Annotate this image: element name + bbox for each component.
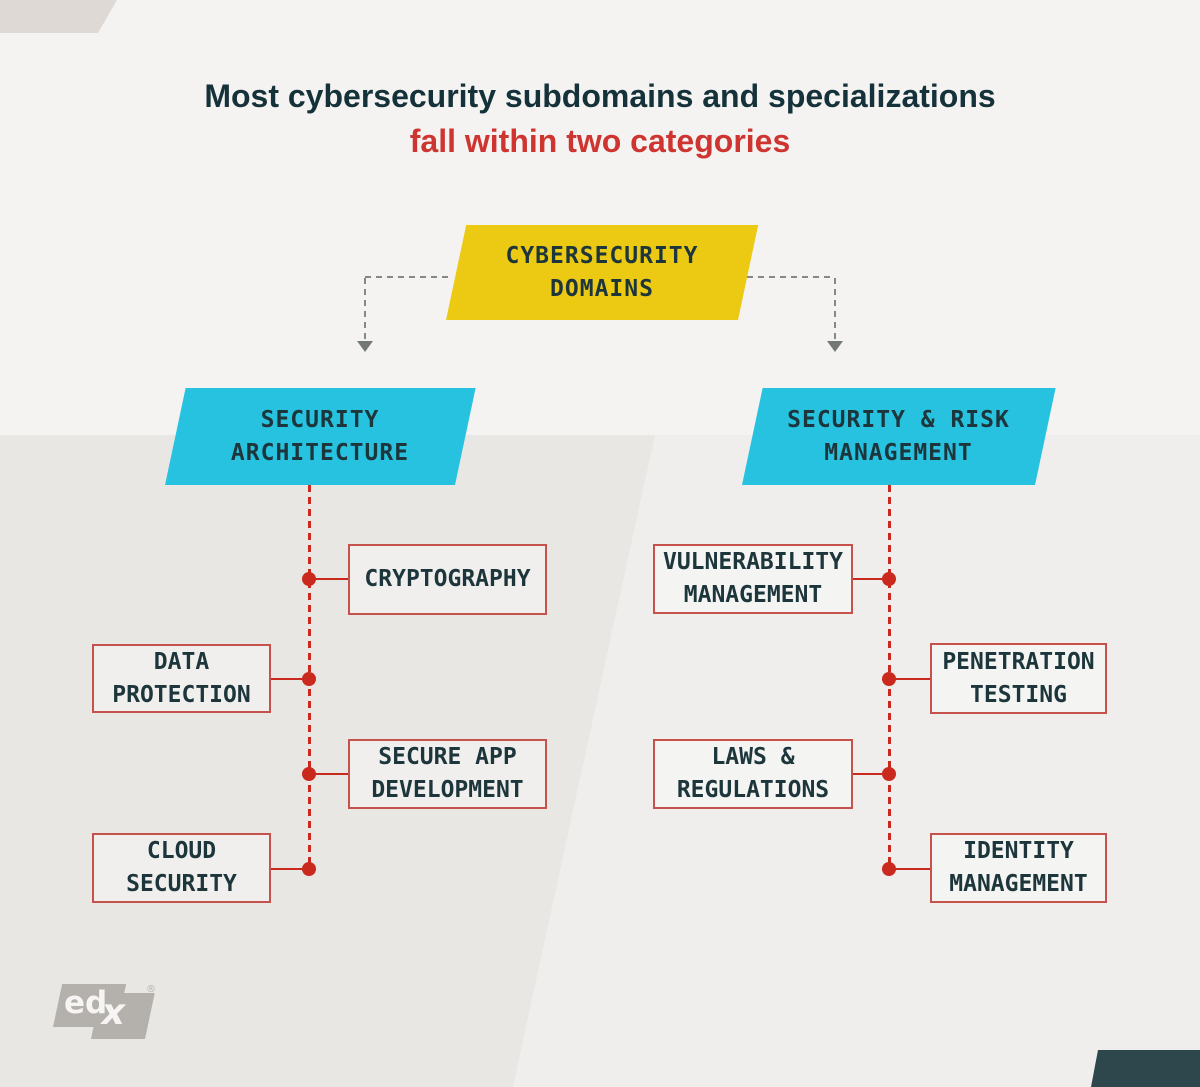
branch-line-cryptography <box>309 578 348 580</box>
category-left-label: SECURITY ARCHITECTURE <box>175 388 465 485</box>
node-label-line-1: IDENTITY <box>963 838 1074 864</box>
node-label-line-1: LAWS & <box>711 744 795 770</box>
branch-line-identity <box>889 868 930 870</box>
node-label-line-2: PROTECTION <box>112 681 251 708</box>
node-laws-regulations: LAWS & REGULATIONS <box>653 739 853 809</box>
junction-dot <box>882 672 896 686</box>
node-label-line-2: TESTING <box>970 681 1067 708</box>
node-label: CRYPTOGRAPHY <box>364 566 531 592</box>
node-data-protection: DATA PROTECTION <box>92 644 271 713</box>
root-label-line-2: DOMAINS <box>550 275 654 302</box>
root-label-line-1: CYBERSECURITY <box>505 242 699 269</box>
edx-logo: ed x ® <box>53 984 163 1042</box>
node-vulnerability-management: VULNERABILITY MANAGEMENT <box>653 544 853 614</box>
node-label-line-2: MANAGEMENT <box>949 871 1088 897</box>
category-right-label-line-1: SECURITY & RISK <box>787 406 1010 433</box>
node-cryptography: CRYPTOGRAPHY <box>348 544 547 615</box>
arrow-down-right-icon <box>827 341 843 352</box>
edx-logo-ed-text: ed <box>64 985 108 1021</box>
node-label-line-2: REGULATIONS <box>676 777 830 803</box>
junction-dot <box>302 862 316 876</box>
category-right-label: SECURITY & RISK MANAGEMENT <box>752 388 1045 485</box>
root-node-label: CYBERSECURITY DOMAINS <box>456 225 748 320</box>
category-right-label-line-2: MANAGEMENT <box>824 439 973 466</box>
junction-dot <box>882 572 896 586</box>
node-label-line-2: SECURITY <box>126 871 237 897</box>
category-left-label-line-2: ARCHITECTURE <box>230 439 410 466</box>
branch-line-cloud-security <box>271 868 309 870</box>
connector-root-right-vertical <box>834 278 836 341</box>
junction-dot <box>882 862 896 876</box>
node-penetration-testing: PENETRATION TESTING <box>930 643 1107 714</box>
node-label-line-1: PENETRATION <box>942 648 1095 675</box>
node-label-line-1: SECURE APP <box>378 744 517 770</box>
branch-line-vulnerability <box>853 578 889 580</box>
connector-root-right-horizontal <box>747 276 835 278</box>
node-label-line-1: CLOUD <box>146 838 217 864</box>
node-secure-app-development: SECURE APP DEVELOPMENT <box>348 739 547 809</box>
node-label-line-1: DATA <box>153 648 210 675</box>
title-line-1: Most cybersecurity subdomains and specia… <box>204 78 996 114</box>
arrow-down-left-icon <box>357 341 373 352</box>
junction-dot <box>302 672 316 686</box>
connector-root-left-horizontal <box>365 276 453 278</box>
page-title: Most cybersecurity subdomains and specia… <box>0 74 1200 164</box>
branch-line-secure-app <box>309 773 348 775</box>
node-identity-management: IDENTITY MANAGEMENT <box>930 833 1107 903</box>
connector-root-left-vertical <box>364 278 366 341</box>
junction-dot <box>302 572 316 586</box>
branch-line-penetration <box>889 678 930 680</box>
branch-line-data-protection <box>271 678 309 680</box>
node-label-line-2: DEVELOPMENT <box>371 777 524 803</box>
junction-dot <box>302 767 316 781</box>
node-label-line-1: VULNERABILITY <box>662 549 843 575</box>
title-line-2: fall within two categories <box>409 123 791 159</box>
category-left-label-line-1: SECURITY <box>260 406 380 433</box>
root-node-cybersecurity-domains: CYBERSECURITY DOMAINS <box>446 225 759 320</box>
category-node-security-architecture: SECURITY ARCHITECTURE <box>165 388 476 485</box>
registered-trademark-icon: ® <box>146 984 156 995</box>
branch-line-laws <box>853 773 889 775</box>
junction-dot <box>882 767 896 781</box>
category-node-security-risk-management: SECURITY & RISK MANAGEMENT <box>742 388 1056 485</box>
node-label-line-2: MANAGEMENT <box>683 582 823 608</box>
node-cloud-security: CLOUD SECURITY <box>92 833 271 903</box>
